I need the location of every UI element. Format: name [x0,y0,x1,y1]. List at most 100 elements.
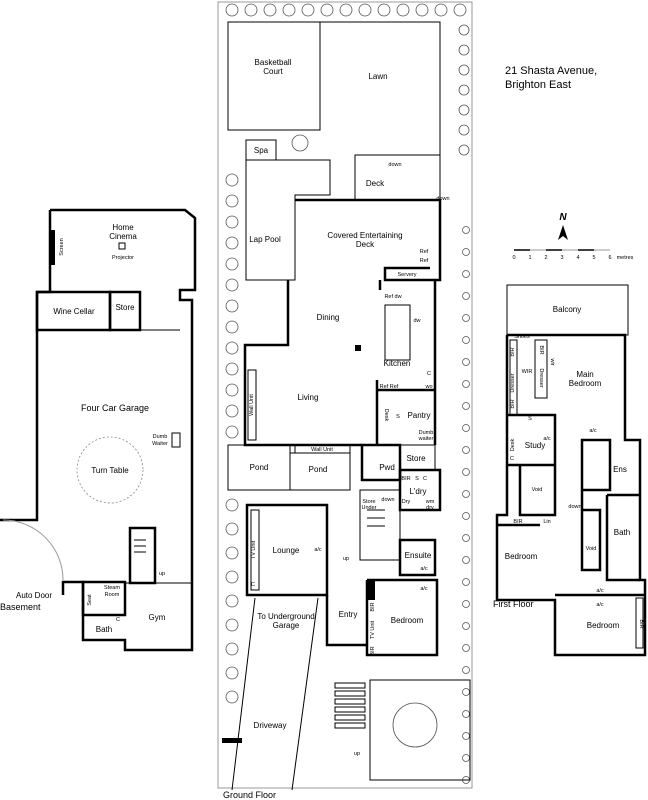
room-label: Bedroom [505,552,538,561]
tree-icon [462,622,470,630]
room-label: Room [105,592,120,598]
step [334,690,366,697]
room-label: Ref dw [384,294,401,300]
step [334,682,366,689]
tree-icon [462,666,470,674]
tree-icon [225,362,239,376]
room-label: Bedroom [587,621,620,630]
room-label: Pwd [379,463,395,472]
tree-icon [462,732,470,740]
room-label: Dresser [538,368,544,387]
room-label: WIR [522,369,533,375]
room-label: up [343,556,349,562]
room-label: Pond [250,463,269,472]
tree-icon [358,3,372,17]
tree-icon [458,144,470,156]
room-label: Kitchen [384,359,411,368]
room-label: Seat [87,594,93,606]
tree-icon [458,64,470,76]
tree-icon [462,490,470,498]
ground-floor-labels: Basketball Court Lawn Spa down Deck down… [223,58,450,800]
room-label: TV Unit [370,620,376,639]
tree-icon [458,124,470,136]
tree-icon [462,534,470,542]
scale-tick: 6 [608,255,611,261]
room-label: BIR [510,399,516,408]
room-label: Ensuite [405,551,432,560]
tree-icon [301,3,315,17]
tree-icon [225,618,239,632]
room-label: Balcony [553,305,581,314]
room-label: wir [549,357,555,365]
tree-icon [339,3,353,17]
tree-icon [453,3,467,17]
tree-icon [462,336,470,344]
room-label: Shoes [514,334,530,340]
room-label: Servery [398,272,417,278]
room-label: Dining [317,313,340,322]
scale-tick: 3 [560,255,563,261]
room-label: TV Unit [251,540,257,559]
room-label: Turn Table [91,466,129,475]
tree-icon [462,292,470,300]
room-label: BIR [538,345,544,354]
basement-floor-label: Basement [0,602,41,612]
room-label: Four Car Garage [81,403,149,413]
tree-icon [462,270,470,278]
room-label: a/c [596,588,604,594]
room-label: up [354,751,360,757]
room-label: S [415,476,419,482]
room-label: Ref [420,258,429,264]
room-label: S [396,414,400,420]
room-label: Bath [96,625,112,634]
tree-icon [225,425,239,439]
tree-icon [225,257,239,271]
room-label: Lin [543,519,550,525]
scale-bar: 0 1 2 3 4 5 6 metres [512,249,634,261]
tree-icon [458,104,470,116]
tree-icon [462,710,470,718]
tree-icon [225,642,239,656]
room-label: Wall Unit [311,447,333,453]
tree-icon [462,754,470,762]
room-label: down [381,497,394,503]
room-label: Dumb [419,430,434,436]
room-label: Steam [104,585,120,591]
step [334,706,366,713]
tree-icon [458,44,470,56]
room-label: C [251,582,255,588]
tree-icon [225,498,239,512]
basement-plan [0,208,197,652]
room-label: a/c [420,586,428,592]
room-label: C [427,371,431,377]
room-label: a/c [420,566,428,572]
room-label: up [159,571,165,577]
room-label: BIR [370,602,376,611]
room-label: Bedroom [391,616,424,625]
room-label: Deck [356,240,375,249]
tree-icon [282,3,296,17]
tree-icon [462,688,470,696]
room-label: S [528,416,532,422]
tree-icon [225,546,239,560]
ground-floor-plan [217,1,473,791]
tree-icon [225,236,239,250]
tree-icon [458,24,470,36]
room-label: dw [413,318,420,324]
tree-icon [225,383,239,397]
room-label: BIR [638,619,644,628]
tree-icon [225,278,239,292]
tree-icon [462,446,470,454]
scale-tick: 4 [576,255,579,261]
room-label: Deck [366,179,385,188]
scale-tick: 0 [512,255,515,261]
room-label: Store [406,454,426,463]
room-label: L'dry [409,487,426,496]
ground-floor-label: Ground Floor [223,790,276,800]
room-label: a/c [589,428,597,434]
tree-icon [462,512,470,520]
room-label: C [510,456,514,462]
room-label: a/c [314,547,322,553]
room-label: Driveway [254,721,287,730]
